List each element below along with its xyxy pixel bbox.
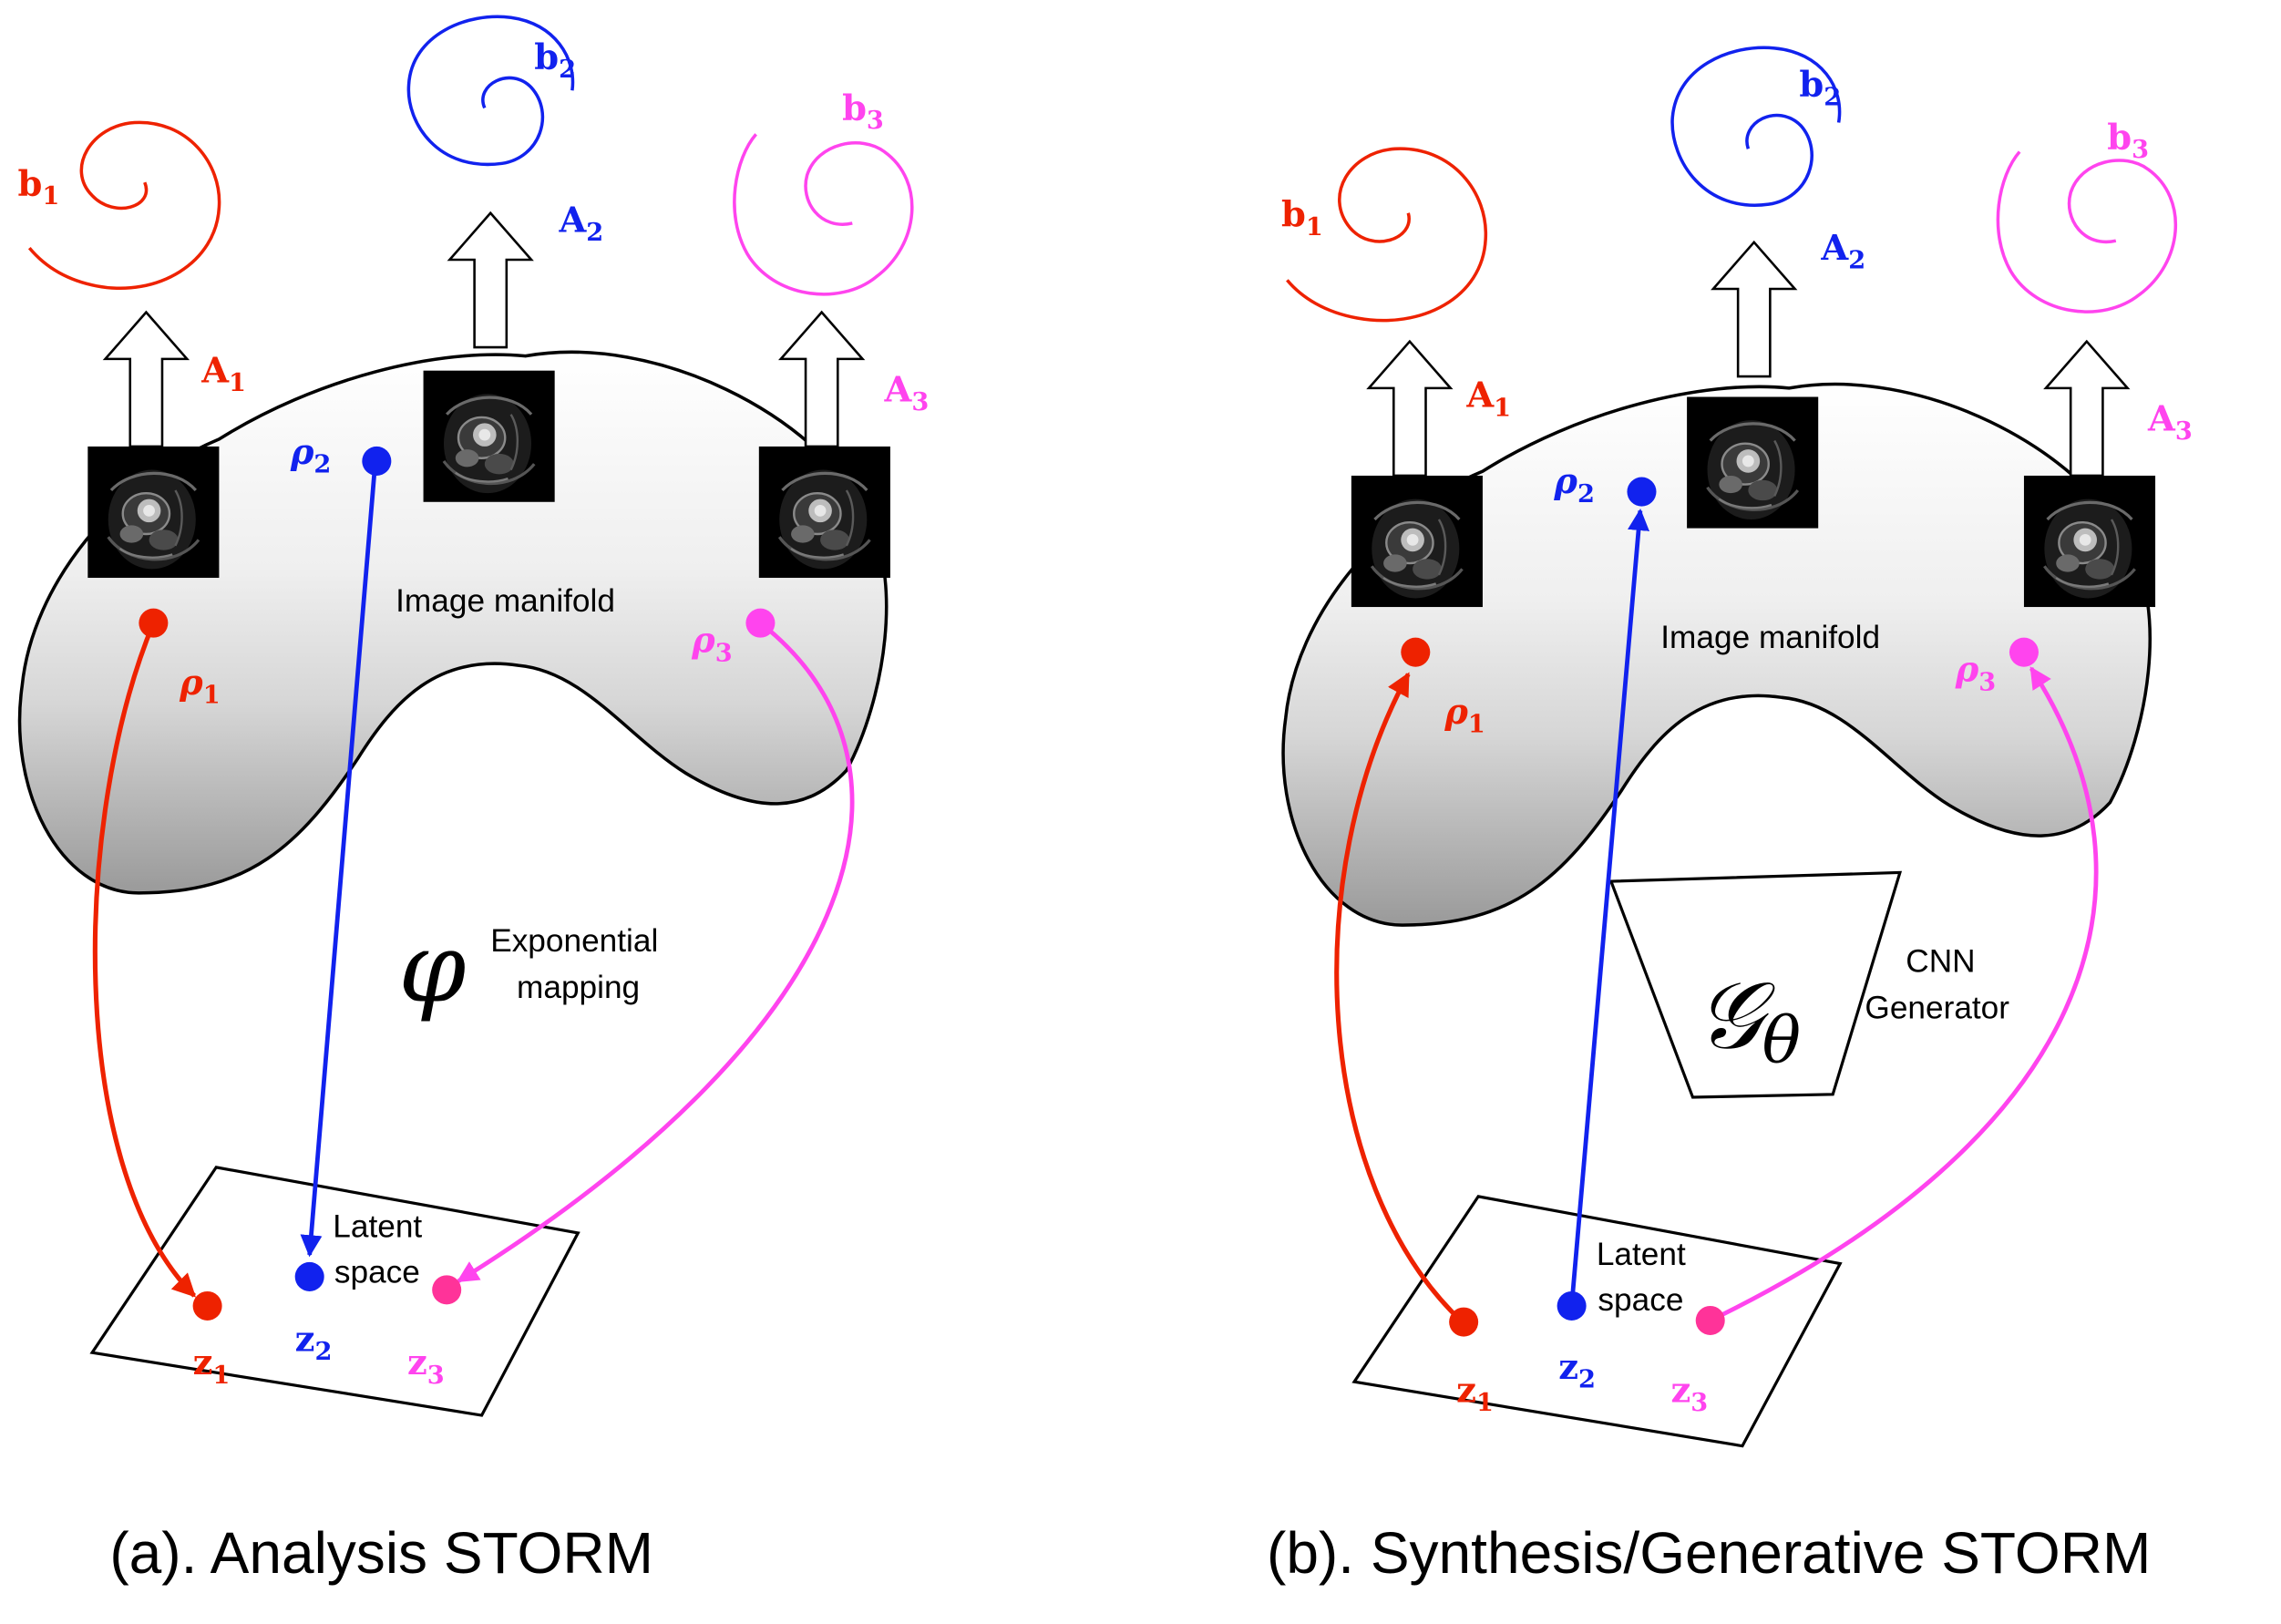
point-rho3 [2009,637,2039,667]
arrow-A2 [1711,241,1796,378]
line-rho2-z2 [300,462,378,1258]
latent-space [89,1166,581,1417]
label-b3: b3 [2107,117,2149,164]
label-A1: A1 [200,350,246,397]
label-A2: A2 [1820,228,1865,275]
label-z3: z3 [407,1342,445,1390]
generator-label: Generator [1865,991,2009,1026]
point-rho1 [139,608,169,638]
curve-z1-rho1 [1334,672,1464,1324]
label-z2: z2 [1558,1347,1596,1394]
label-rho1: ρ1 [1444,692,1485,739]
label-rho2: ρ2 [1553,461,1594,509]
point-rho1 [1401,637,1431,667]
mapping-symbol: φ [398,911,466,1023]
arrow-A3 [779,311,864,448]
label-z3: z3 [1670,1371,1708,1418]
latent-label: Latent [1597,1237,1686,1272]
label-rho2: ρ2 [290,432,331,479]
label-A3: A3 [2147,398,2193,446]
spiral-b3 [733,133,914,296]
panel-analysis: b1 b2 b3 Image manifold A1 A2 A3 Latent … [17,15,930,1586]
latent-space [1351,1195,1843,1448]
label-rho3: ρ3 [691,621,732,668]
line-z2-rho2 [1569,508,1649,1307]
arrow-A3 [2044,340,2129,478]
arrow-A2 [448,211,533,349]
label-b2: b2 [1799,65,1841,112]
spiral-b2 [406,15,575,167]
label-b2: b2 [534,36,576,84]
label-A3: A3 [884,369,930,416]
label-z1: z1 [193,1342,231,1390]
latent-label: space [1598,1282,1683,1318]
mapping-label: mapping [517,970,640,1005]
caption-a: (a). Analysis STORM [109,1520,653,1586]
manifold-label: Image manifold [396,583,615,619]
mapping-label: Exponential [490,923,658,959]
label-b1: b1 [1281,194,1323,242]
point-z3 [1695,1305,1725,1335]
spiral-b3 [1996,150,2177,313]
mri-image-2 [421,369,557,504]
label-A1: A1 [1465,375,1511,423]
mri-image-3 [2022,474,2157,609]
point-z2 [294,1261,324,1291]
label-z2: z2 [295,1320,333,1367]
latent-label: Latent [333,1209,422,1245]
mri-image-3 [757,445,892,580]
panel-synthesis: b1 b2 b3 Image manifold A1 A2 A3 𝒢θ CNN … [1267,46,2193,1586]
spiral-b1 [27,120,221,291]
arrow-A1 [104,311,189,448]
generator-label: CNN [1906,943,1975,979]
label-b3: b3 [842,87,884,135]
label-rho1: ρ1 [179,663,220,710]
point-rho2 [362,446,392,476]
caption-b: (b). Synthesis/Generative STORM [1267,1520,2151,1586]
arrow-A1 [1367,340,1453,478]
manifold-label: Image manifold [1660,620,1880,655]
curve-rho3-z3 [456,621,855,1283]
curve-z3-rho3 [1709,666,2099,1323]
point-z3 [432,1275,462,1305]
spiral-b1 [1286,147,1487,323]
mri-image-2 [1685,395,1820,530]
point-rho2 [1627,477,1657,507]
cnn-generator [1608,870,1903,1099]
point-rho3 [745,608,776,638]
label-b1: b1 [17,164,59,211]
curve-rho1-z1 [92,622,197,1298]
spiral-b2 [1670,46,1842,207]
label-rho3: ρ3 [1955,650,1996,697]
label-A2: A2 [558,200,603,248]
point-z2 [1557,1290,1587,1321]
mri-image-1 [1350,474,1485,609]
label-z1: z1 [1456,1371,1494,1418]
point-z1 [1449,1307,1479,1337]
latent-label: space [334,1254,420,1290]
generator-symbol: 𝒢θ [1696,962,1801,1078]
mri-image-1 [86,445,221,580]
point-z1 [192,1290,222,1321]
